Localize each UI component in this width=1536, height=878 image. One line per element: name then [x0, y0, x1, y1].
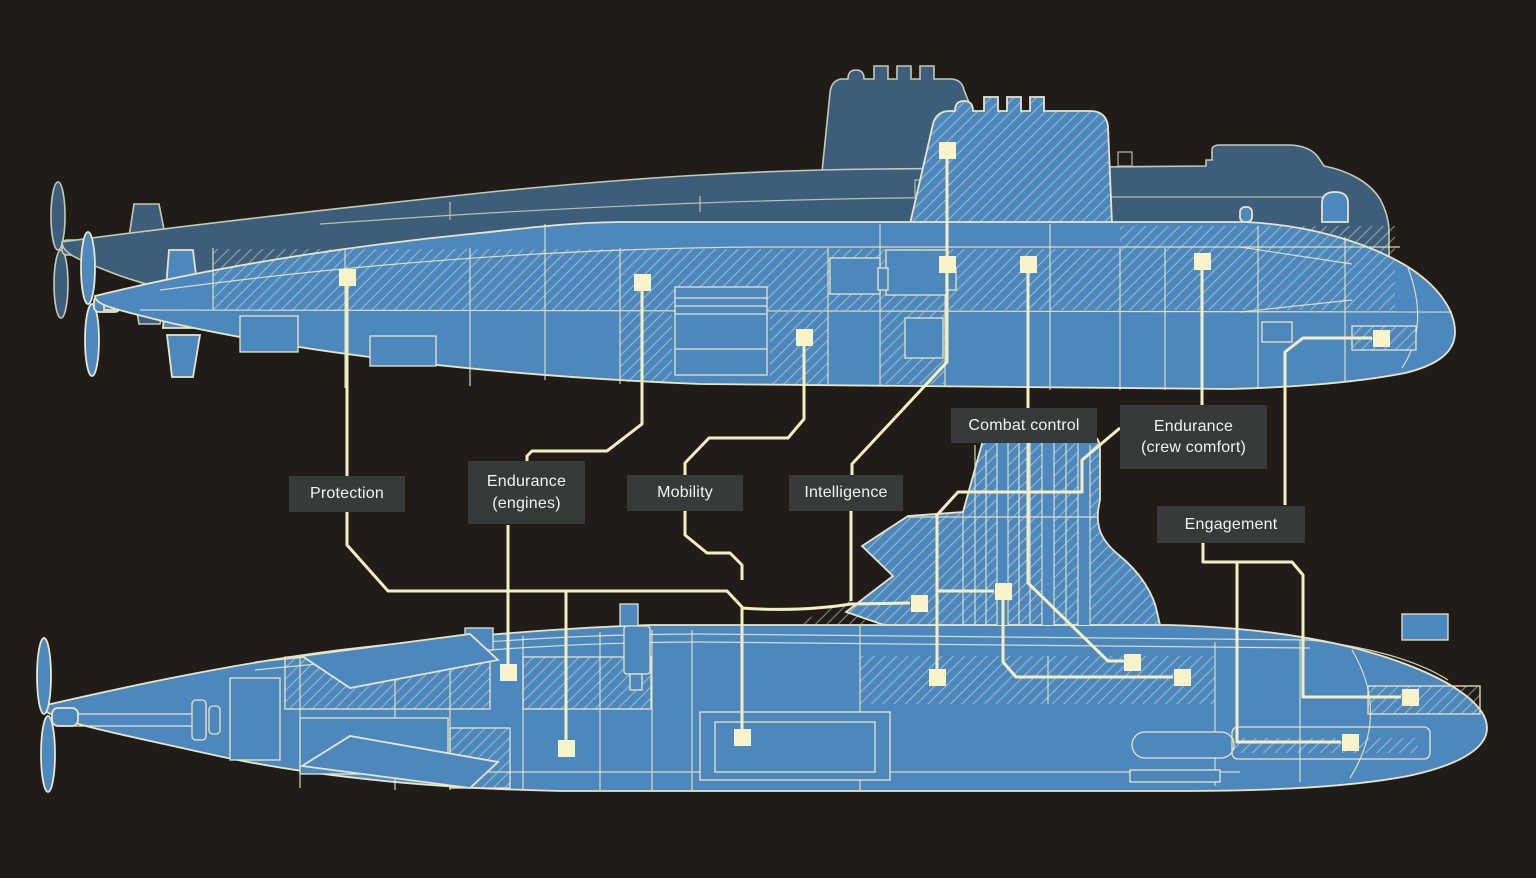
bottom-submarine [36, 433, 1488, 793]
bottom-submarine-propeller [36, 637, 79, 793]
marker-intelligence-bottom [911, 595, 928, 612]
connector-lines [345, 150, 1401, 748]
connector-engagement-top [1283, 336, 1372, 505]
top-foreground-submarine [80, 96, 1456, 390]
marker-intelligence-sail [939, 142, 956, 159]
label-combat-control: Combat control [951, 408, 1097, 443]
marker-endurance-crew-bottom2 [995, 583, 1012, 600]
connector-mobility-top [683, 337, 806, 475]
marker-combat-control-top [1020, 256, 1037, 273]
connector-combat-control-bottom [1026, 443, 1124, 663]
marker-protection-top [339, 269, 356, 286]
marker-engagement-bottom2 [1342, 734, 1359, 751]
label-intelligence: Intelligence [789, 475, 903, 511]
bottom-submarine-sail-masts [908, 440, 1098, 625]
marker-endurance-crew-bottom3 [1174, 669, 1191, 686]
marker-endurance-engines-bottom [500, 664, 517, 681]
marker-combat-control-bottom [1124, 654, 1141, 671]
connector-engagement-branch [1235, 562, 1341, 744]
marker-endurance-crew-bottom1 [929, 669, 946, 686]
connector-endurance-crew-bottom [935, 426, 1121, 677]
marker-protection-bottom [734, 729, 751, 746]
label-protection: Protection [289, 476, 405, 512]
marker-mobility-top [796, 329, 813, 346]
bottom-submarine-upper-fin [299, 633, 500, 689]
marker-engagement-bottom1 [1402, 689, 1419, 706]
bottom-submarine-lower-fin [299, 735, 500, 789]
connector-junction-forward [741, 601, 911, 611]
top-submarine-lower-fin [165, 334, 202, 378]
top-submarine-snorkel-mast [1321, 191, 1349, 223]
connector-endurance-engines-top [525, 282, 644, 461]
marker-protection-bottom-aft [558, 740, 575, 757]
connector-endurance-crew-branch2 [1001, 600, 1173, 679]
label-endurance-crew-comfort: Endurance (crew comfort) [1120, 405, 1267, 469]
connector-protection-bottom [345, 511, 744, 737]
capability-markers [339, 142, 1419, 757]
marker-intelligence-hull [939, 256, 956, 273]
label-mobility: Mobility [627, 475, 743, 511]
connector-engagement-bottom [1201, 543, 1401, 699]
bottom-submarine-machinery [60, 603, 1481, 789]
label-endurance-engines: Endurance (engines) [468, 461, 585, 524]
connector-mobility-bottom [683, 511, 744, 580]
marker-endurance-crew-top [1194, 253, 1211, 270]
top-submarine-interior-lines [139, 224, 1453, 390]
marker-endurance-engines-top [634, 274, 651, 291]
label-engagement: Engagement [1157, 506, 1305, 543]
marker-engagement-top [1373, 330, 1390, 347]
